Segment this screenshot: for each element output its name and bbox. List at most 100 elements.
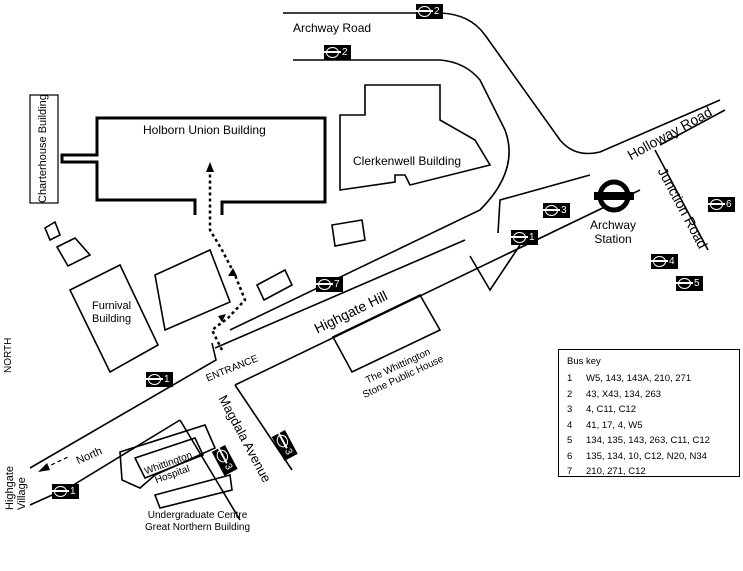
route-arrow-head-2 [228,268,237,276]
legend-routes: W5, 143, 143A, 210, 271 [586,373,692,384]
furnival-outline [68,263,160,374]
bus-roundel-icon [324,47,341,58]
undergrad-line-1: Undergraduate Centre [147,510,248,521]
route-arrow-head-3 [218,314,226,322]
archway-station-label: Archway Station [590,218,636,246]
bus-stop[interactable]: 6 [708,197,735,212]
whittington-stone-outline [331,293,442,374]
bus-stop-number: 3 [221,461,235,472]
station-line-1: Archway [590,218,637,232]
bus-stop-number: 6 [726,199,732,210]
highgate-village-line-2: Village [16,477,28,510]
bus-stop[interactable]: 2 [416,4,443,19]
legend-route-number: 4 [567,419,573,431]
highgate-hill-north-2 [214,239,466,349]
bus-roundel-icon [214,447,231,465]
highgate-village-label: Highgate Village [4,466,28,510]
bus-roundel-icon [274,432,291,450]
bus-roundel-icon [708,199,725,210]
junction-road-east [659,109,726,146]
legend-row: 1 W5, 143, 143A, 210, 271 [567,373,733,389]
bus-stop-number: 1 [70,486,76,497]
bus-stop[interactable]: 7 [316,277,343,292]
bus-roundel-icon [416,6,433,17]
undergrad-line-2: Great Northern Building [145,522,251,533]
highgate-village-line-1: Highgate [4,465,16,510]
bus-stop[interactable]: 1 [511,230,538,245]
bus-roundel-icon [316,279,333,290]
archway-station-roundel [594,179,634,213]
building-small-5 [55,237,92,268]
furnival-line-2: Building [92,313,132,325]
building-small-1 [154,248,232,332]
highgate-hill-north [29,342,217,469]
north-arrow-head [38,463,50,472]
clerkenwell-outline [339,84,492,191]
legend-routes: 4, C11, C12 [586,404,636,415]
walking-route [208,170,247,351]
archway-road-edge-top [283,12,721,155]
building-small-4 [43,220,62,242]
holloway-lower-edge [497,174,591,234]
legend-routes: 210, 271, C12 [586,466,646,477]
legend-row: 4 41, 17, 4, W5 [567,420,733,436]
bus-stop-number: 1 [164,374,170,385]
bus-stop-number: 3 [561,205,567,216]
legend-route-number: 5 [567,435,573,446]
hospital-outer [119,424,217,489]
furnival-line-1: Furnival [92,300,132,312]
bus-stop-number: 7 [334,279,340,290]
bus-key-legend: Bus key 1 W5, 143, 143A, 210, 271 2 43, X4… [558,349,740,477]
legend-routes: 41, 17, 4, W5 [586,419,643,431]
bus-stop-number: 3 [281,446,295,457]
highgate-hill-north-3 [469,244,521,292]
holborn-union-label: Holborn Union Building [143,123,266,137]
legend-routes: 43, X43, 134, 263 [586,388,662,400]
bus-roundel-icon [651,256,668,267]
legend-route-number: 2 [567,388,573,400]
legend-row: 2 43, X43, 134, 263 [567,389,733,405]
legend-routes: 135, 134, 10, C12, N20, N34 [586,450,707,462]
bus-stop[interactable]: 1 [52,484,79,499]
legend-route-number: 6 [567,450,573,462]
bus-stop-number: 2 [434,6,440,17]
bus-stop[interactable]: 3 [543,203,570,218]
undergrad-label: Undergraduate Centre Great Northern Buil… [145,510,250,534]
bus-roundel-icon [52,486,69,497]
legend-route-number: 3 [567,404,573,415]
bus-stop-number: 4 [669,256,675,267]
junction-road-west [654,149,709,251]
building-small-3 [331,219,366,247]
clerkenwell-label: Clerkenwell Building [353,154,462,168]
legend-row: 3 4, C11, C12 [567,404,733,420]
bus-stop[interactable]: 2 [324,45,351,60]
bus-stop-number: 2 [342,47,348,58]
charterhouse-outline [29,94,59,204]
bus-stop-number: 5 [694,278,700,289]
legend-title: Bus key [567,356,601,367]
north-label: NORTH [3,337,14,373]
magdala-west [179,419,241,521]
bus-stop[interactable]: 5 [676,276,703,291]
archway-road-label: Archway Road [293,21,372,35]
bus-stop-number: 1 [529,232,535,243]
charterhouse-label: Charterhouse Building [37,94,49,203]
station-line-2: Station [594,232,632,246]
bus-stop[interactable]: 4 [651,254,678,269]
archway-road-edge-bottom [229,59,510,331]
bus-roundel-icon [146,374,163,385]
route-arrow-head [206,162,214,172]
highgate-hill-south-2 [234,189,641,386]
hospital-inner [133,437,205,480]
bus-roundel-icon [543,205,560,216]
bus-stop[interactable]: 1 [146,372,173,387]
bus-roundel-icon [676,278,693,289]
legend-row: 6 135, 134, 10, C12, N20, N34 [567,451,733,467]
north-arrow-line [44,455,71,469]
legend-route-number: 1 [567,373,573,384]
furnival-label: Furnival Building [92,300,131,326]
bus-roundel-icon [511,232,528,243]
